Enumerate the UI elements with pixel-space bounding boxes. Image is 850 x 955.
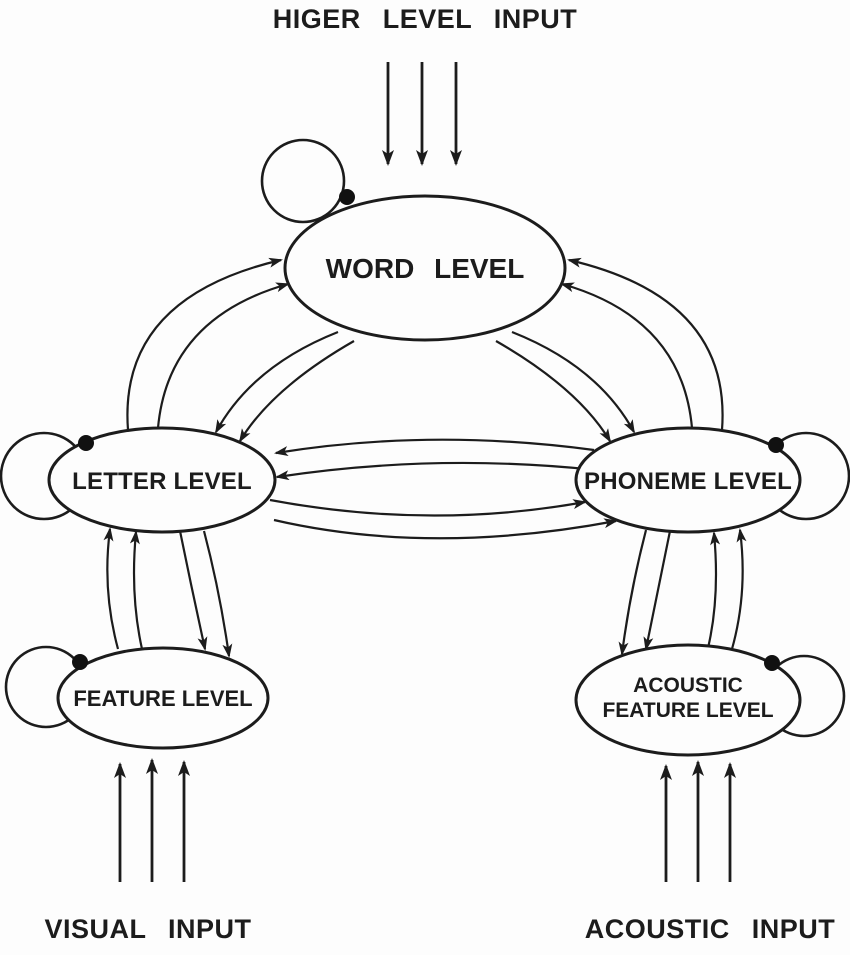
acoustic-input-arrows: [660, 760, 736, 882]
connector-phoneme-to-acoustic-1: [643, 530, 672, 651]
connector-word-to-phoneme-2: [495, 340, 612, 443]
connector-letter-to-feature-1: [178, 530, 208, 651]
connector-word-to-letter-2: [238, 340, 355, 443]
feature-level-label: FEATURE LEVEL: [73, 686, 252, 711]
acoustic-feature-level-label-line2: FEATURE LEVEL: [602, 699, 773, 722]
connector-letter-to-phoneme-1: [269, 498, 587, 517]
connector-letter-to-word-2: [156, 282, 290, 429]
word-level-node: [283, 194, 567, 342]
connector-phoneme-to-word-2: [560, 282, 694, 429]
connector-acoustic-to-phoneme-1: [730, 528, 747, 650]
connector-phoneme-to-letter-1: [274, 438, 595, 457]
feature-level-node: [56, 646, 270, 750]
higher-level-input-label: HIGER LEVEL INPUT: [273, 4, 578, 34]
acoustic-feature-level-label-line1: ACOUSTIC: [633, 674, 743, 697]
phoneme-level-node: [574, 426, 802, 534]
feature-self-loop-dot: [72, 654, 88, 670]
word-self-loop-dot: [339, 189, 355, 205]
connector-feature-to-letter-1: [103, 527, 120, 650]
connector-acoustic-to-phoneme-2: [706, 531, 721, 649]
visual-input-arrows: [114, 758, 190, 882]
acoustic-feature-level-node: [574, 643, 802, 757]
acoustic-feature-self-loop-dot: [764, 655, 780, 671]
higher-level-input-arrows: [382, 62, 462, 166]
letter-level-label: LETTER LEVEL: [72, 468, 252, 495]
connector-feature-to-letter-2: [129, 530, 144, 650]
connector-letter-to-word-1: [126, 257, 283, 431]
connector-letter-to-phoneme-2: [273, 518, 618, 540]
connector-letter-to-feature-2: [202, 530, 233, 658]
connector-phoneme-to-acoustic-2: [618, 529, 648, 656]
phoneme-self-loop-dot: [768, 437, 784, 453]
letter-level-node: [47, 426, 277, 534]
phoneme-level-label: PHONEME LEVEL: [584, 468, 792, 495]
connector-phoneme-to-word-1: [567, 257, 724, 431]
letter-self-loop-dot: [78, 435, 94, 451]
connector-phoneme-to-letter-2: [275, 461, 597, 481]
word-self-loop: [260, 138, 346, 224]
connector-word-to-phoneme-1: [511, 330, 635, 434]
visual-input-label: VISUAL INPUT: [44, 914, 251, 944]
word-level-label: WORD LEVEL: [326, 253, 525, 284]
acoustic-input-label: ACOUSTIC INPUT: [585, 914, 836, 944]
connector-word-to-letter-1: [215, 330, 339, 434]
